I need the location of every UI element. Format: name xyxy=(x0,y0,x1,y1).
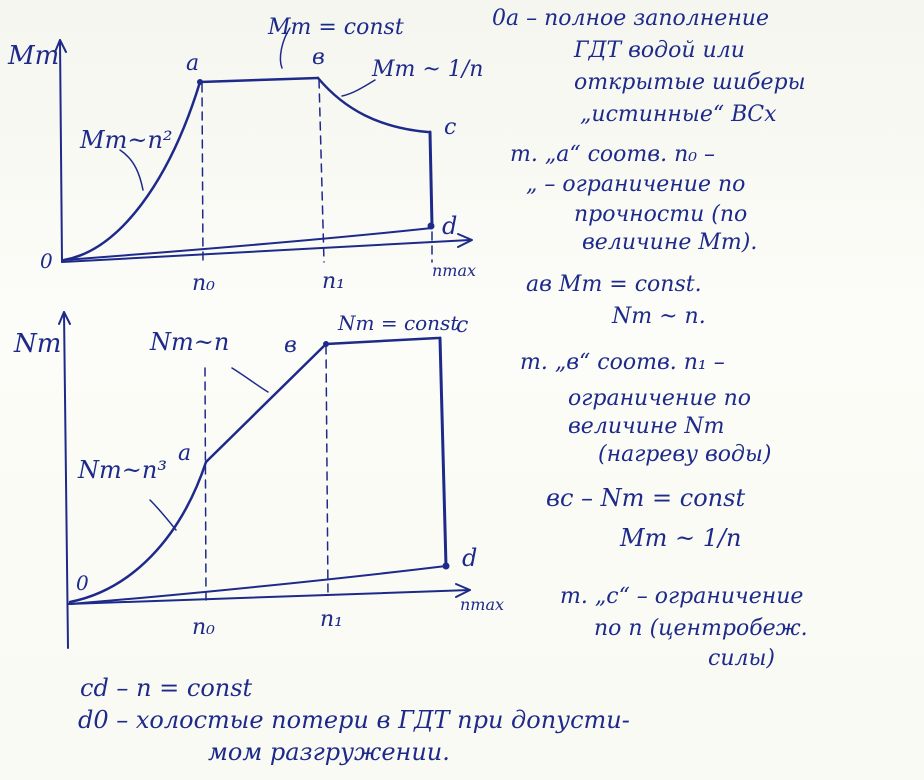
bottom-point-c-label: c xyxy=(456,313,468,338)
bottom-tick-n1: n₁ xyxy=(320,607,343,632)
bottom-linear-pointer xyxy=(231,367,269,393)
bottom-point-0-label: 0 xyxy=(76,571,89,595)
bottom-y-label: Nт xyxy=(13,329,61,359)
note-line-11: т. „в“ соотв. n₁ – xyxy=(520,350,725,375)
top-hyper-label: Mт ~ 1/n xyxy=(371,57,483,82)
bottom-tick-n0: n₀ xyxy=(192,615,215,640)
top-hyperbola xyxy=(316,76,430,134)
bottom-const-segment xyxy=(324,336,440,346)
bottom-y-axis xyxy=(63,311,69,649)
top-const-label: Mт = const xyxy=(267,15,404,40)
note-line-10: Nт ~ n. xyxy=(612,304,706,329)
bottom-point-d-label: d xyxy=(462,544,477,572)
top-point-d-label: d xyxy=(442,212,457,240)
note-line-18: по n (центробеж. xyxy=(594,616,808,641)
note-line-17: т. „c“ – ограничение xyxy=(560,584,804,609)
bottom-n3-pointer xyxy=(149,499,177,531)
note-line-15: вc – Nт = const xyxy=(546,484,746,512)
note-line-12: ограничение по xyxy=(568,386,752,411)
bottom-graph: Nт Nт~n³ Nт~n Nт = const 0 a в c d n₀ n₁… xyxy=(13,311,504,649)
top-point-a-label: a xyxy=(186,51,199,76)
top-tick-nmax: nmax xyxy=(432,261,476,280)
top-x-axis xyxy=(61,239,471,263)
note-line-19: силы) xyxy=(708,646,775,671)
top-dash-n0 xyxy=(201,83,204,263)
bottom-cubic-label: Nт~n³ xyxy=(77,456,167,484)
top-const-pointer xyxy=(279,27,291,69)
top-y-axis xyxy=(59,39,63,263)
bottom-curve-n3 xyxy=(68,460,208,604)
top-curve-n2 xyxy=(62,80,202,262)
top-hyper-pointer xyxy=(341,79,376,97)
bottom-note-line-2: d0 – холостые потери в ГДТ при допусти- xyxy=(78,706,630,734)
note-line-4: „истинные“ ВСх xyxy=(580,102,777,127)
note-line-14: (нагреву воды) xyxy=(598,442,772,467)
top-curve-d0 xyxy=(63,227,433,261)
bottom-y-axis-arrow xyxy=(58,311,71,325)
bottom-const-label: Nт = const xyxy=(337,311,459,335)
note-line-9: aв Mт = const. xyxy=(526,272,702,297)
bottom-point-b-label: в xyxy=(284,333,297,358)
note-line-5: т. „a“ соотв. n₀ – xyxy=(510,142,716,167)
bottom-note-line-1: cd – n = const xyxy=(80,674,253,702)
note-line-7: прочности (по xyxy=(574,202,748,227)
note-line-13: величине Nт xyxy=(568,414,725,439)
note-line-3: открытые шиберы xyxy=(574,70,806,95)
bottom-dash-n1 xyxy=(325,345,329,597)
top-point-c-label: c xyxy=(444,115,456,140)
bottom-linear-label: Nт~n xyxy=(149,328,229,356)
top-tick-n0: n₀ xyxy=(192,271,215,296)
bottom-vertical-cd xyxy=(438,336,448,568)
note-line-2: ГДТ водой или xyxy=(574,38,745,63)
note-line-8: величине Mт). xyxy=(582,230,758,255)
bottom-x-axis-arrow xyxy=(455,583,471,598)
bottom-x-axis xyxy=(67,589,471,605)
bottom-tick-nmax: nmax xyxy=(460,595,504,614)
top-graph: Mт Mт~n² Mт = const Mт ~ 1/n 0 a в c d n… xyxy=(7,15,483,296)
bottom-curve-d0 xyxy=(69,565,447,605)
top-y-label: Mт xyxy=(7,41,59,71)
bottom-note-line-3: мом разгружении. xyxy=(208,738,450,766)
top-n2-pointer xyxy=(119,149,144,191)
top-curve-label: Mт~n² xyxy=(79,126,173,154)
top-y-axis-arrow xyxy=(54,39,67,53)
note-line-6: „ – ограничение по xyxy=(526,172,746,197)
bottom-dash-n0 xyxy=(204,367,207,601)
top-vertical-cd xyxy=(428,130,434,228)
top-tick-n1: n₁ xyxy=(322,269,345,294)
note-line-16: Mт ~ 1/n xyxy=(620,524,742,552)
bottom-linear xyxy=(204,342,328,464)
top-dash-n1 xyxy=(318,79,325,263)
top-point-b-label: в xyxy=(312,45,325,70)
top-x-axis-arrow xyxy=(457,233,473,248)
top-point-0-label: 0 xyxy=(40,249,53,273)
bottom-point-a-label: a xyxy=(178,441,191,466)
note-line-1: 0a – полное заполнение xyxy=(492,6,769,31)
top-const-segment xyxy=(198,76,320,84)
